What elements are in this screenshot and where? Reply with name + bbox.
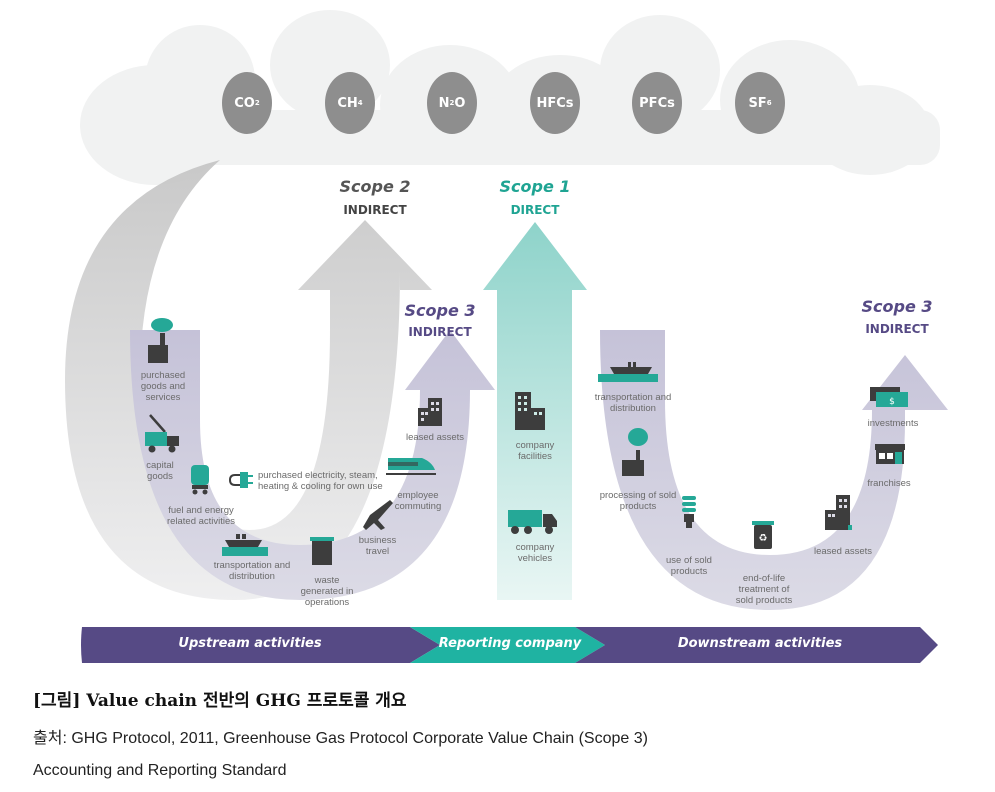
label-company-vehicles: company vehicles — [515, 542, 555, 564]
leased-building-icon — [825, 495, 852, 530]
label-franchises: franchises — [867, 478, 911, 489]
factory-icon — [148, 318, 173, 363]
upstream-bar — [81, 627, 440, 663]
label-processing: processing of sold products — [599, 490, 677, 512]
light-bulb-icon — [682, 496, 696, 528]
figure-caption: [그림] Value chain 전반의 GHG 프로토콜 개요 — [33, 691, 407, 711]
truck-icon — [508, 510, 557, 534]
scope3-upstream-arrow — [130, 330, 495, 600]
source-line-2: Accounting and Reporting Standard — [33, 762, 287, 779]
label-use-of-sold: use of sold products — [666, 555, 712, 577]
label-investments: investments — [867, 418, 919, 429]
recycling-bin-icon: ♻ — [752, 521, 774, 549]
crane-truck-icon — [145, 414, 179, 453]
label-downstream-transport: transportation and distribution — [594, 392, 672, 414]
ship-downstream-icon — [598, 362, 658, 382]
label-waste: waste generated in operations — [300, 575, 354, 608]
gas-bubble-hfcs: HFCs — [530, 72, 580, 134]
diagram-graphics: ♻ $ — [65, 10, 948, 663]
scope3-upstream-subtitle: INDIRECT — [408, 325, 472, 339]
scope3-downstream-arrow — [600, 330, 948, 610]
label-company-facilities: company facilities — [515, 440, 555, 462]
fuel-tanker-icon — [191, 465, 209, 495]
gas-bubble-pfcs: PFCs — [632, 72, 682, 134]
downstream-bar — [575, 627, 938, 663]
scope3-upstream-title: Scope 3 — [404, 301, 476, 320]
reporting-bar — [410, 627, 605, 663]
source-line-1: 출처: GHG Protocol, 2011, Greenhouse Gas P… — [33, 730, 648, 747]
label-upstream-transport: transportation and distribution — [213, 560, 291, 582]
svg-text:♻: ♻ — [759, 533, 768, 544]
upstream-activities-label: Upstream activities — [178, 636, 322, 651]
processing-factory-icon — [622, 428, 648, 476]
label-downstream-leased-assets: leased assets — [813, 546, 873, 557]
label-upstream-leased-assets: leased assets — [405, 432, 465, 443]
train-icon — [386, 458, 436, 475]
scope1-title: Scope 1 — [499, 177, 571, 196]
franchise-store-icon — [875, 444, 905, 464]
svg-text:$: $ — [889, 397, 895, 407]
scope2-subtitle: INDIRECT — [343, 203, 407, 217]
scope3-downstream-title: Scope 3 — [861, 297, 933, 316]
plug-icon — [228, 472, 253, 488]
label-capital-goods: capital goods — [146, 460, 174, 482]
label-purchased-goods: purchased goods and services — [140, 370, 186, 403]
reporting-company-label: Reporting company — [438, 636, 582, 651]
clouds — [80, 10, 940, 185]
scope2-title: Scope 2 — [339, 177, 411, 196]
company-building-icon — [515, 392, 545, 430]
ship-icon — [222, 534, 268, 556]
label-purchased-electricity: purchased electricity, steam, heating & … — [258, 470, 383, 492]
waste-bin-icon — [310, 537, 334, 565]
money-icon: $ — [870, 387, 908, 407]
downstream-activities-label: Downstream activities — [677, 636, 843, 651]
airplane-icon — [363, 500, 393, 530]
scope3-downstream-subtitle: INDIRECT — [865, 322, 929, 336]
label-end-of-life: end-of-life treatment of sold products — [735, 573, 793, 606]
label-business-travel: business travel — [358, 535, 397, 557]
label-employee-commuting: employee commuting — [394, 490, 442, 512]
label-fuel-energy: fuel and energy related activities — [166, 505, 236, 527]
building-icon — [418, 398, 442, 426]
scope1-subtitle: DIRECT — [510, 203, 560, 217]
